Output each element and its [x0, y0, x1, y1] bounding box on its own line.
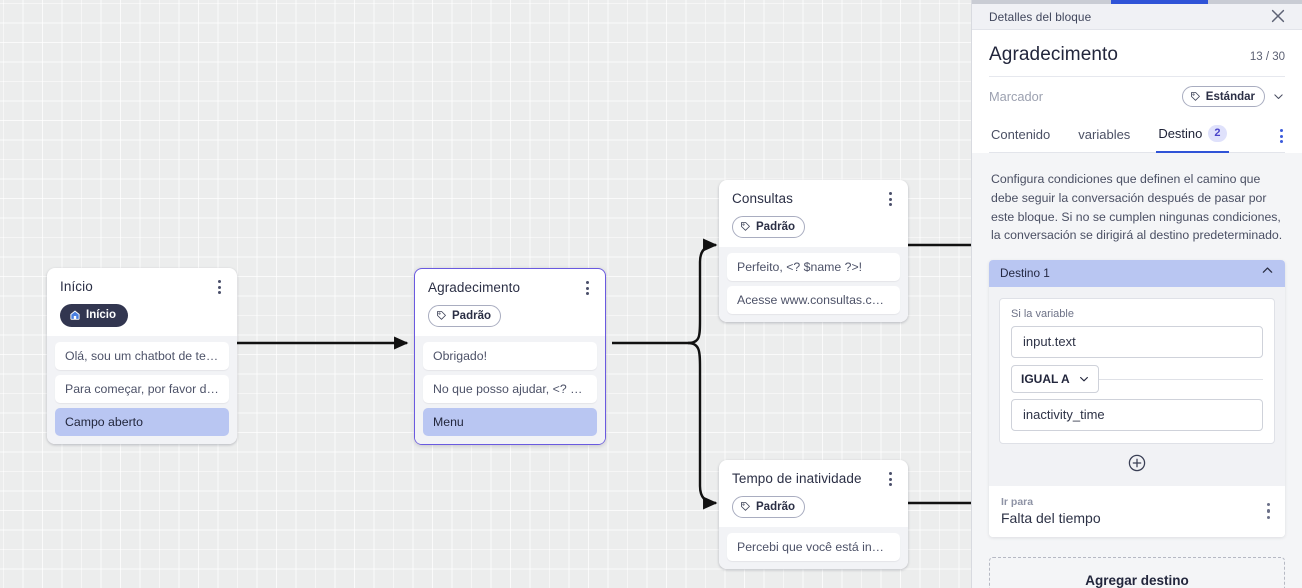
node-title: Consultas: [732, 191, 793, 206]
add-condition-button[interactable]: [999, 444, 1275, 477]
goto-menu-icon[interactable]: [1264, 500, 1274, 523]
block-details-panel: Detalles del bloque Agradecimento 13 / 3…: [971, 0, 1302, 588]
node-badge-row: Padrão: [732, 496, 895, 518]
marker-label: Marcador: [989, 89, 1044, 105]
marker-value-label: Estándar: [1205, 90, 1255, 103]
operator-select[interactable]: IGUAL A: [1011, 364, 1099, 393]
operator-label: IGUAL A: [1021, 371, 1070, 386]
flow-canvas[interactable]: Início Início Olá, sou um chatbot de tes…: [0, 0, 971, 588]
close-icon[interactable]: [1268, 6, 1288, 26]
destination-description: Configura condiciones que definen el cam…: [991, 172, 1283, 243]
goto-destination-row[interactable]: Ir para Falta del tiempo: [989, 485, 1285, 537]
tab-destino[interactable]: Destino 2: [1156, 120, 1229, 154]
condition-group: Si la variable input.text IGUAL A in: [999, 297, 1275, 444]
node-badge-label: Padrão: [756, 500, 795, 513]
node-badge-row: Padrão: [732, 216, 895, 238]
goto-value: Falta del tiempo: [1001, 509, 1101, 526]
destination-card-body: Si la variable input.text IGUAL A in: [989, 286, 1285, 486]
flow-node-tempo-inatividade[interactable]: Tempo de inatividade Padrão Percebi que …: [719, 460, 908, 569]
node-message[interactable]: Olá, sou um chatbot de teste!: [55, 341, 229, 370]
block-title-row: Agradecimento 13 / 30: [989, 30, 1285, 77]
node-message[interactable]: No que posso ajudar, <? $name ...: [423, 374, 597, 403]
destination-card: Destino 1: [989, 259, 1285, 537]
node-messages: Percebi que você está inativo. C...: [719, 526, 908, 569]
plus-circle-icon: [1128, 454, 1146, 472]
destination-card-title: Destino 1: [1000, 266, 1050, 281]
node-menu-icon[interactable]: [882, 470, 898, 488]
char-counter: 13 / 30: [1249, 51, 1285, 63]
home-icon: [70, 310, 80, 321]
tag-icon: [1190, 92, 1200, 101]
node-messages: Olá, sou um chatbot de teste! Para começ…: [47, 335, 237, 444]
panel-titlebar: Detalles del bloque: [972, 0, 1302, 30]
condition-label: Si la variable: [1011, 307, 1074, 320]
panel-content: Configura condiciones que definen el cam…: [972, 153, 1302, 588]
marker-value-chip[interactable]: Estándar: [1181, 86, 1265, 108]
tag-icon: [741, 502, 750, 512]
node-badge-label: Padrão: [452, 309, 491, 322]
node-header: Consultas Padrão: [719, 180, 908, 247]
node-header: Agradecimento Padrão: [415, 269, 605, 336]
node-menu-icon[interactable]: [211, 278, 227, 296]
page-title: Agradecimento: [989, 44, 1119, 65]
node-badge-row: Padrão: [428, 305, 592, 327]
tab-contenido[interactable]: Contenido: [989, 122, 1052, 153]
operator-row: IGUAL A: [1011, 364, 1263, 393]
node-badge-padrao[interactable]: Padrão: [732, 496, 805, 518]
node-message[interactable]: Percebi que você está inativo. C...: [727, 532, 900, 561]
node-menu-icon[interactable]: [882, 190, 898, 208]
destination-card-header[interactable]: Destino 1: [989, 259, 1285, 287]
node-messages: Perfeito, <? $name ?>! Acesse www.consul…: [719, 246, 908, 322]
node-messages: Obrigado! No que posso ajudar, <? $name …: [415, 335, 605, 444]
chevron-up-icon[interactable]: [1260, 263, 1275, 283]
panel-scroll-indicator-fill: [1111, 0, 1208, 4]
tab-label: Contenido: [991, 127, 1051, 143]
node-title: Agradecimento: [428, 280, 521, 295]
goto-text-group: Ir para Falta del tiempo: [1001, 496, 1101, 526]
panel-titlebar-text: Detalles del bloque: [989, 9, 1092, 24]
flow-node-agradecimento[interactable]: Agradecimento Padrão Obrigado! No que po…: [414, 268, 606, 445]
flow-node-inicio[interactable]: Início Início Olá, sou um chatbot de tes…: [47, 268, 237, 444]
node-badge-padrao[interactable]: Padrão: [732, 216, 805, 238]
node-title: Tempo de inatividade: [732, 471, 862, 486]
flow-node-consultas[interactable]: Consultas Padrão Perfeito, <? $name ?>! …: [719, 180, 908, 322]
chevron-down-icon: [1079, 376, 1088, 382]
marker-row: Marcador Estándar: [989, 77, 1285, 116]
node-message[interactable]: Perfeito, <? $name ?>!: [727, 252, 900, 281]
node-badge-padrao[interactable]: Padrão: [428, 305, 501, 327]
node-badge-inicio[interactable]: Início: [60, 304, 129, 327]
variable-input[interactable]: input.text: [1011, 325, 1263, 358]
node-header: Tempo de inatividade Padrão: [719, 460, 908, 527]
compare-value-input[interactable]: inactivity_time: [1011, 398, 1263, 431]
node-badge-row: Início: [60, 304, 224, 327]
tab-label: Destino: [1158, 126, 1203, 142]
tabs-overflow-menu-icon[interactable]: [1278, 127, 1285, 145]
chevron-down-icon[interactable]: [1272, 90, 1285, 103]
node-message[interactable]: Para começar, por favor digite o ...: [55, 374, 229, 403]
panel-scroll-indicator[interactable]: [972, 0, 1302, 4]
node-message-accent[interactable]: Menu: [423, 407, 597, 436]
tab-label: variables: [1078, 127, 1131, 143]
node-header: Início Início: [47, 268, 237, 336]
marker-control[interactable]: Estándar: [1181, 86, 1285, 108]
operator-divider: [1011, 378, 1263, 380]
add-destination-button[interactable]: Agregar destino: [989, 556, 1285, 588]
node-title: Início: [60, 279, 93, 294]
tab-badge-count: 2: [1208, 125, 1227, 143]
node-badge-label: Padrão: [756, 220, 795, 233]
node-menu-icon[interactable]: [579, 279, 595, 297]
tab-variables[interactable]: variables: [1076, 122, 1132, 153]
tag-icon: [437, 311, 446, 321]
node-message-accent[interactable]: Campo aberto: [55, 407, 229, 436]
panel-header-area: Agradecimento 13 / 30 Marcador Estándar: [972, 30, 1302, 154]
panel-tabs: Contenido variables Destino 2: [989, 116, 1285, 154]
tag-icon: [741, 222, 750, 232]
node-message[interactable]: Obrigado!: [423, 341, 597, 370]
node-message[interactable]: Acesse www.consultas.com par...: [727, 285, 900, 314]
goto-label: Ir para: [1001, 495, 1034, 508]
node-badge-label: Início: [86, 309, 117, 322]
